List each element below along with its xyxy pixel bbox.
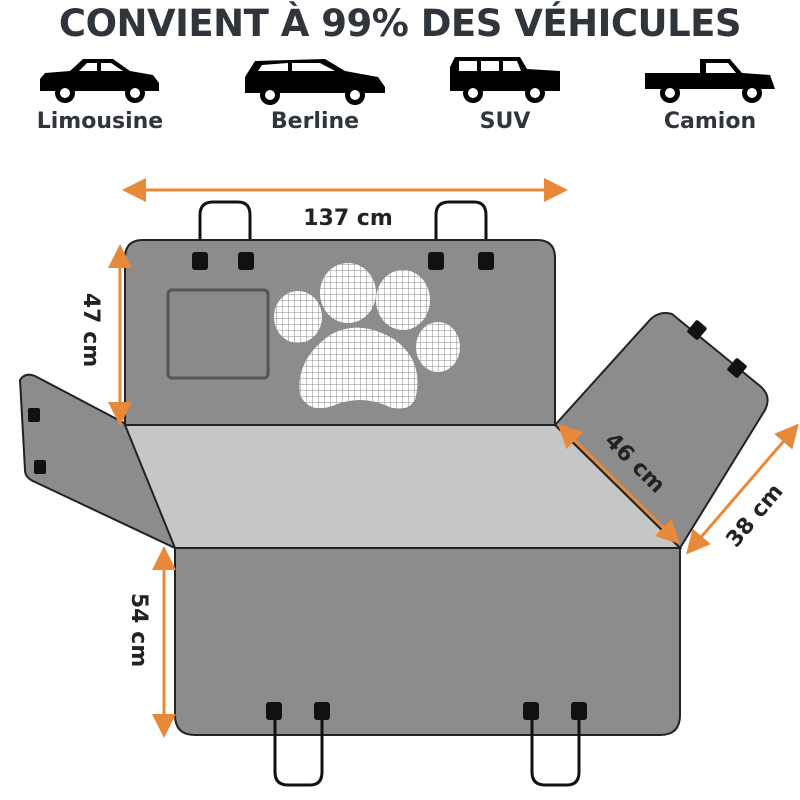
- vehicle-label: Limousine: [36, 109, 164, 134]
- suv-car-icon: [450, 57, 560, 103]
- front-panel: [174, 547, 681, 736]
- backrest-height-label: 47 cm: [78, 293, 103, 367]
- pickup-truck-icon: [645, 59, 775, 103]
- sedan-car-icon: [40, 59, 159, 103]
- buckles: [28, 252, 747, 720]
- vehicle-berline: Berline: [230, 55, 400, 134]
- width-label: 137 cm: [303, 206, 393, 231]
- top-handles: [198, 200, 488, 262]
- flap-width-label: 38 cm: [722, 479, 789, 552]
- paw-print-icon: [274, 263, 460, 409]
- bottom-handles: [273, 720, 581, 787]
- wagon-car-icon: [245, 59, 385, 105]
- vehicle-label: Camion: [663, 109, 757, 134]
- vehicle-label: Berline: [270, 109, 360, 134]
- headline: CONVIENT À 99% DES VÉHICULES: [58, 2, 742, 45]
- dimension-arrows: [108, 178, 799, 738]
- mesh-window: [166, 288, 270, 380]
- vehicle-camion: Camion: [625, 55, 795, 134]
- vehicle-limousine: Limousine: [15, 55, 185, 134]
- vehicle-label: SUV: [479, 109, 531, 134]
- front-height-label: 54 cm: [126, 593, 151, 667]
- vehicle-suv: SUV: [420, 55, 590, 134]
- flap-length-arrow: [557, 423, 681, 545]
- flap-width-arrow: [686, 423, 799, 555]
